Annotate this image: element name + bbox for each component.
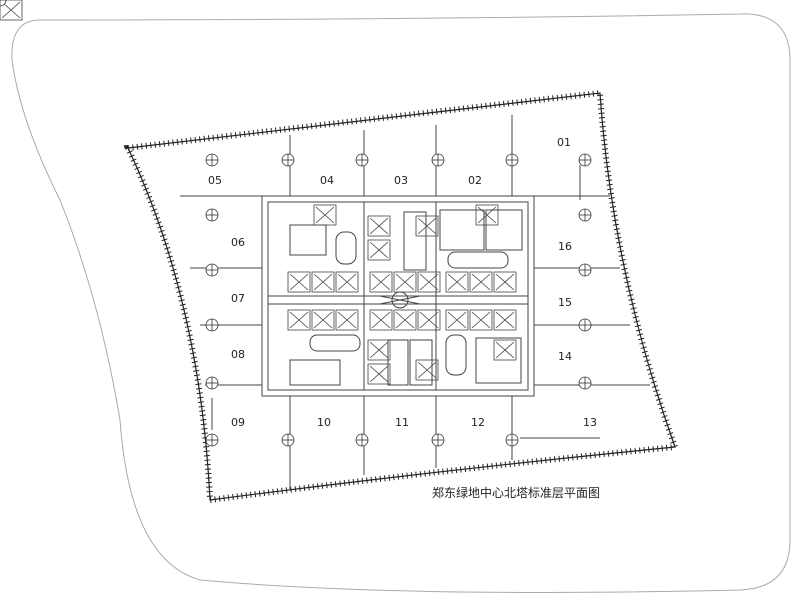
unit-label: 08 xyxy=(231,348,245,361)
unit-label: 12 xyxy=(471,416,485,429)
building-facade xyxy=(123,89,680,504)
unit-label: 06 xyxy=(231,236,245,249)
site-boundary xyxy=(11,13,791,593)
unit-label: 05 xyxy=(208,174,222,187)
unit-label: 16 xyxy=(558,240,572,253)
unit-label: 07 xyxy=(231,292,245,305)
plan-caption: 郑东绿地中心北塔标准层平面图 xyxy=(432,486,601,500)
unit-label: 11 xyxy=(395,416,409,429)
structural-columns xyxy=(0,0,592,447)
unit-label: 10 xyxy=(317,416,331,429)
unit-label: 03 xyxy=(394,174,408,187)
unit-label: 09 xyxy=(231,416,245,429)
unit-label: 15 xyxy=(558,296,572,309)
partition-walls xyxy=(180,115,650,490)
elevators xyxy=(0,0,517,385)
unit-label: 14 xyxy=(558,350,572,363)
unit-label: 04 xyxy=(320,174,334,187)
unit-label: 01 xyxy=(557,136,571,149)
unit-label: 13 xyxy=(583,416,597,429)
unit-label: 02 xyxy=(468,174,482,187)
unit-labels: 01 02 03 04 05 06 07 08 09 10 11 12 13 1… xyxy=(208,136,597,429)
